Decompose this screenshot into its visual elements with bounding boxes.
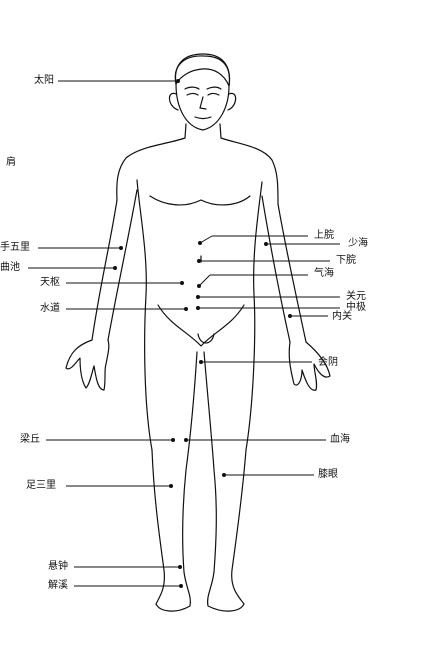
dot-guanyuan	[196, 295, 200, 299]
dot-zusanli	[169, 484, 173, 488]
dot-shaohai	[264, 242, 268, 246]
leader-shangwan	[199, 235, 213, 244]
label-xiawan: 下脘	[336, 255, 356, 266]
chest-line	[149, 195, 251, 206]
label-tianshu: 天枢	[40, 277, 60, 288]
left-foot	[155, 571, 191, 612]
right-hand	[288, 341, 331, 391]
label-xuehai: 血海	[330, 434, 350, 445]
right-leg-outer	[231, 449, 247, 605]
dot-liangqiu	[171, 438, 175, 442]
left-shoulder	[116, 137, 186, 201]
label-shaohai: 少海	[348, 238, 368, 249]
genitals	[197, 333, 215, 344]
label-guanyuan: 关元	[346, 291, 366, 302]
dot-zhongji	[196, 306, 200, 310]
label-quchi: 曲池	[0, 262, 20, 273]
right-arm-outer	[277, 203, 307, 343]
left-hand	[65, 339, 110, 391]
label-zhongji: 中极	[346, 302, 366, 313]
right-torso	[245, 181, 263, 451]
label-jiexi: 解溪	[48, 580, 68, 591]
eyebrows	[184, 86, 222, 90]
label-zusanli: 足三里	[26, 480, 56, 491]
dot-xuanzhong	[178, 565, 182, 569]
dot-neiguan	[288, 314, 292, 318]
dot-quchi	[113, 266, 117, 270]
left-leg-outer	[151, 449, 165, 605]
label-xiyan: 膝眼	[318, 469, 338, 480]
right-shoulder	[220, 137, 279, 205]
dot-xiyan	[222, 473, 226, 477]
left-torso	[136, 179, 153, 451]
label-jian: 肩	[6, 157, 16, 168]
left-arm-outer	[91, 199, 118, 341]
left-arm-inner	[107, 189, 138, 341]
dot-shangwan	[198, 241, 202, 245]
dot-jiexi	[179, 584, 183, 588]
dot-huiyin	[199, 360, 203, 364]
label-shouwuli: 手五里	[0, 242, 30, 253]
right-leg-inner	[203, 351, 217, 573]
right-ear	[227, 92, 237, 111]
dot-shouwuli	[119, 246, 123, 250]
label-liangqiu: 梁丘	[20, 434, 40, 445]
label-qihai: 气海	[314, 268, 334, 279]
label-shuidao: 水道	[40, 303, 60, 314]
right-foot	[207, 571, 245, 612]
dot-tianshu	[180, 281, 184, 285]
dot-shuidao	[184, 307, 188, 311]
dot-xiawan	[197, 259, 201, 263]
eyes	[186, 92, 220, 96]
left-leg-inner	[182, 351, 198, 573]
dot-taiyang	[176, 79, 180, 83]
mouth	[194, 116, 212, 120]
label-xuanzhong: 悬钟	[48, 561, 68, 572]
leader-qihai	[198, 274, 211, 287]
right-arm-inner	[261, 195, 291, 343]
groin-line	[157, 304, 245, 347]
left-ear	[168, 92, 179, 111]
dot-xuehai	[184, 438, 188, 442]
dot-qihai	[197, 284, 201, 288]
neck	[184, 123, 222, 139]
label-neiguan: 内关	[332, 311, 352, 322]
label-taiyang: 太阳	[34, 75, 54, 86]
label-shangwan: 上脘	[314, 230, 334, 241]
hair-outline	[174, 53, 231, 87]
nose	[199, 96, 207, 110]
label-huiyin: 会阴	[318, 357, 338, 368]
